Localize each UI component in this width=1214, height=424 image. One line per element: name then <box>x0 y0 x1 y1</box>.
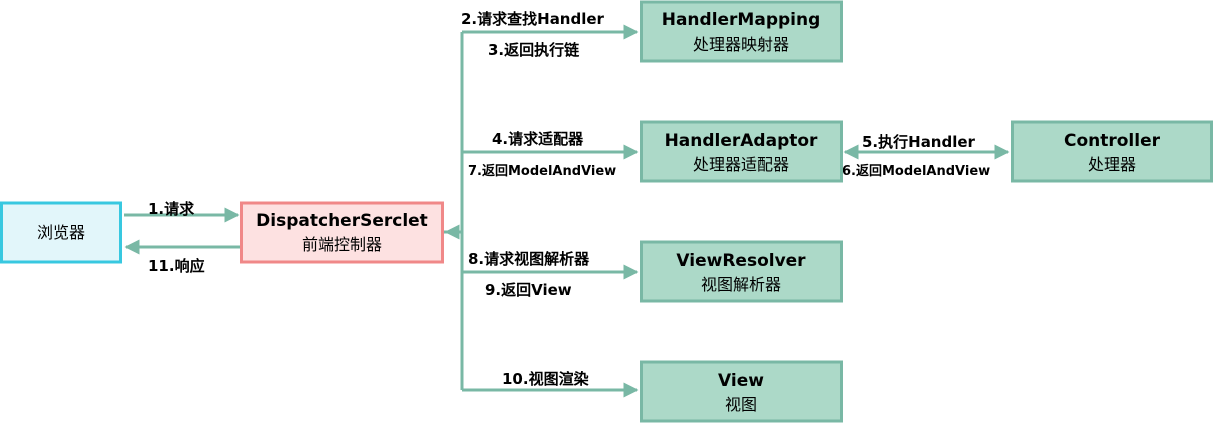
controller-node: Controller 处理器 <box>1011 120 1213 183</box>
handler-adaptor-node: HandlerAdaptor 处理器适配器 <box>640 120 843 183</box>
view-resolver-subtitle: 视图解析器 <box>701 275 781 294</box>
handler-adaptor-title: HandlerAdaptor <box>665 131 818 151</box>
controller-title: Controller <box>1064 131 1161 151</box>
view-resolver-title: ViewResolver <box>676 251 806 271</box>
view-subtitle: 视图 <box>725 395 757 414</box>
view-resolver-node: ViewResolver 视图解析器 <box>640 240 843 303</box>
dispatcher-title: DispatcherSerclet <box>256 211 428 231</box>
label-execute-handler: 5.执行Handler <box>862 133 976 151</box>
label-response: 11.响应 <box>148 257 205 275</box>
controller-subtitle: 处理器 <box>1088 155 1136 174</box>
label-return-model-and-view-2: 6.返回ModelAndView <box>842 164 990 179</box>
handler-mapping-title: HandlerMapping <box>662 10 821 30</box>
handler-mapping-subtitle: 处理器映射器 <box>693 35 789 54</box>
label-return-model-and-view-1: 7.返回ModelAndView <box>468 164 616 179</box>
label-request-view-resolver: 8.请求视图解析器 <box>468 250 590 268</box>
label-request: 1.请求 <box>148 200 195 218</box>
browser-node: 浏览器 <box>0 201 122 264</box>
label-view-render: 10.视图渲染 <box>502 370 590 388</box>
label-return-view: 9.返回View <box>485 281 572 299</box>
dispatcher-subtitle: 前端控制器 <box>302 235 382 254</box>
view-node: View 视图 <box>640 360 843 423</box>
dispatcher-node: DispatcherSerclet 前端控制器 <box>240 201 444 264</box>
label-return-chain: 3.返回执行链 <box>488 41 580 59</box>
browser-title: 浏览器 <box>37 223 85 242</box>
label-request-handler: 2.请求查找Handler <box>461 10 605 28</box>
label-request-adaptor: 4.请求适配器 <box>492 130 584 148</box>
handler-mapping-node: HandlerMapping 处理器映射器 <box>640 0 843 63</box>
handler-adaptor-subtitle: 处理器适配器 <box>693 155 789 174</box>
view-title: View <box>718 371 764 391</box>
